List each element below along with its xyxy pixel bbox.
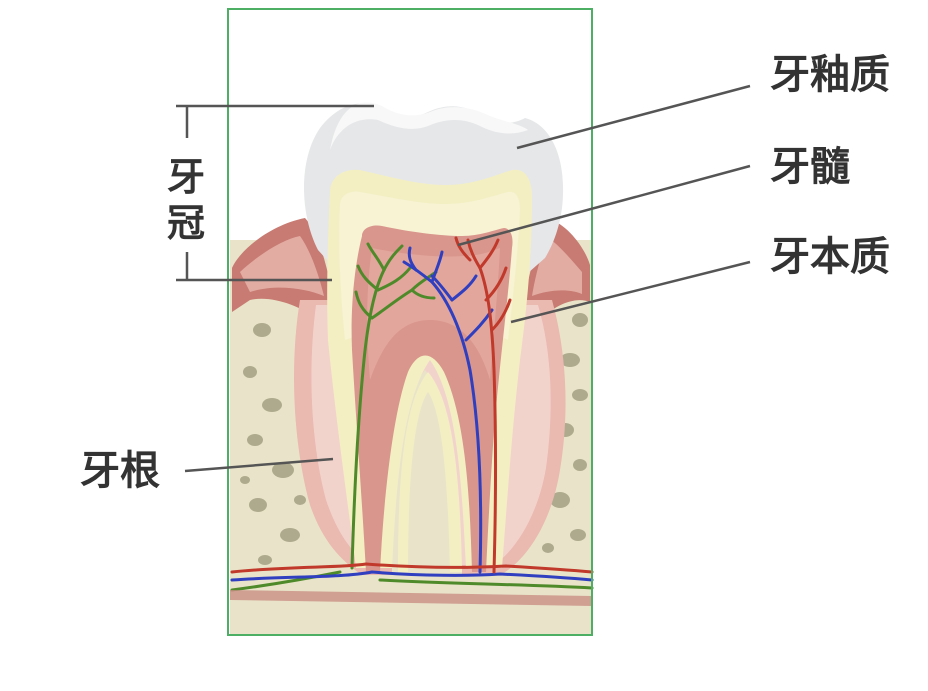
label-dentin: 牙本质 (770, 234, 890, 280)
leader-pulp (457, 164, 751, 247)
bottom-tissue-band (230, 590, 592, 606)
crown-bracket (176, 104, 374, 282)
leader-enamel (516, 84, 751, 150)
pulp-inner (367, 248, 500, 380)
label-pulp: 牙髓 (770, 144, 850, 190)
leader-dentin (510, 260, 751, 324)
artery-vessels (230, 236, 594, 574)
leader-lines (184, 84, 751, 473)
label-crown-char-1: 牙 (167, 155, 205, 199)
enamel-highlight (330, 102, 528, 150)
label-root: 牙根 (80, 448, 160, 494)
label-crown-char-2: 冠 (167, 201, 205, 245)
tooth-illustration (230, 102, 594, 635)
leader-root (184, 457, 334, 473)
vein-vessels (230, 246, 594, 582)
root-arch (398, 372, 462, 572)
illustration-frame (227, 8, 593, 636)
label-enamel: 牙釉质 (770, 52, 890, 98)
